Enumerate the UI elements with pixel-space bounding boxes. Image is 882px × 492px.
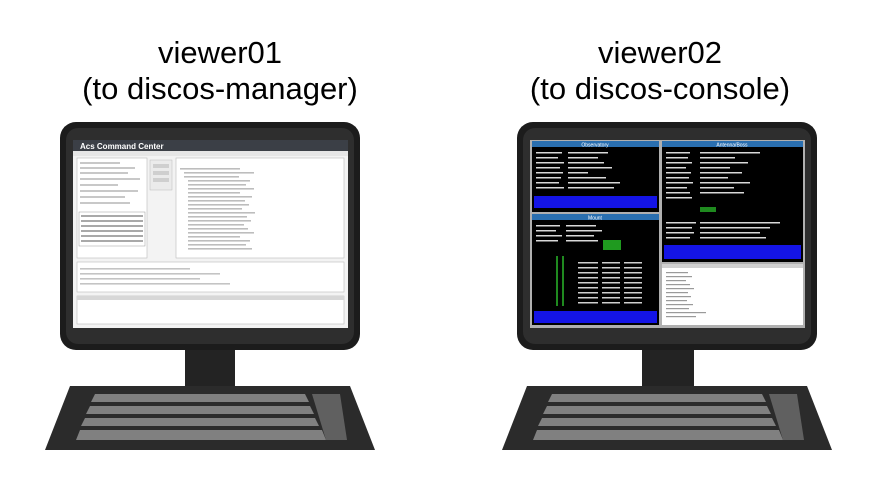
viewer01-keyboard	[45, 386, 375, 450]
viewer01-target: (to discos-manager)	[82, 71, 358, 106]
viewer02-target: (to discos-console)	[529, 71, 791, 106]
antenna-status-indicator	[700, 207, 716, 212]
acs-log-area	[76, 261, 345, 293]
observatory-status-bar	[534, 196, 657, 208]
antenna-boss-panel-title: Antenna/Boss	[716, 143, 748, 149]
viewer01-stand	[185, 346, 235, 390]
acs-window-title: Acs Command Center	[80, 142, 164, 151]
viewer02-keyboard	[502, 386, 832, 450]
acs-window-titlebar	[73, 140, 348, 151]
viewer02-caption: viewer02 (to discos-console)	[470, 35, 850, 107]
mount-status-indicator	[603, 240, 621, 250]
mount-panel-title: Mount	[588, 216, 603, 222]
mount-panel	[532, 214, 659, 325]
viewer01-computer: Acs Command Center	[45, 122, 375, 450]
viewer01-name: viewer01	[157, 35, 283, 70]
acs-menubar	[73, 151, 348, 156]
viewer02-name: viewer02	[597, 35, 723, 70]
antenna-boss-panel	[662, 141, 803, 262]
acs-status-table	[76, 295, 345, 325]
observatory-panel-title: Observatory	[581, 143, 609, 149]
mount-status-bar	[534, 311, 657, 323]
antenna-status-bar	[664, 245, 801, 259]
viewer02-stand	[642, 346, 694, 390]
console-log-panel	[662, 264, 803, 325]
viewer01-caption: viewer01 (to discos-manager)	[40, 35, 400, 107]
viewer02-computer: Observatory Antenna/Boss	[502, 122, 832, 450]
